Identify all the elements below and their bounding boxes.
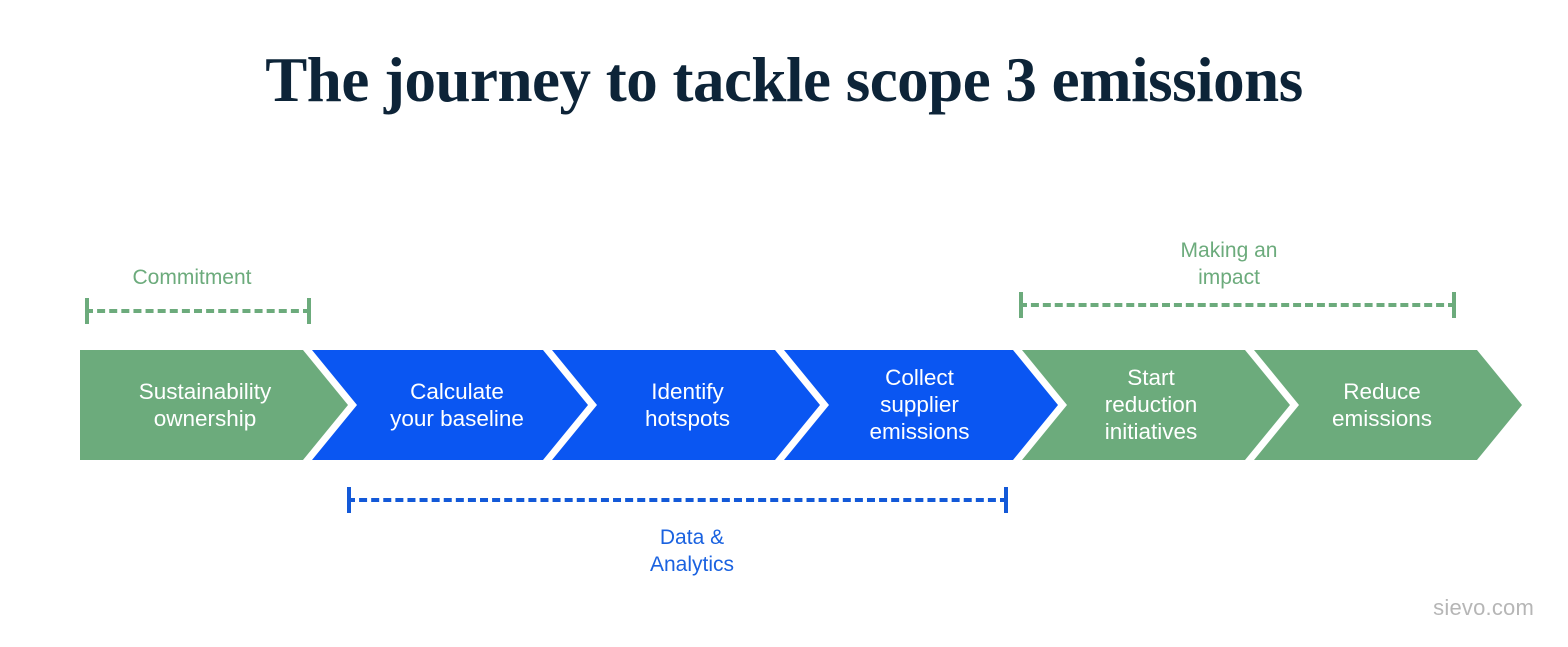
bracket-dashed-line — [1019, 303, 1456, 307]
bracket-dashed-line — [85, 309, 311, 313]
process-step-sustainability-ownership[interactable] — [80, 350, 348, 460]
process-step-start-reduction-initiatives[interactable] — [1022, 350, 1290, 460]
phase-bracket-data-analytics — [347, 487, 1008, 513]
phase-bracket-making-impact — [1019, 292, 1456, 318]
phase-label-data-analytics: Data & Analytics — [649, 526, 735, 576]
bracket-cap-right — [307, 298, 311, 324]
process-step-identify-hotspots[interactable] — [552, 350, 820, 460]
phase-label-commitment: Commitment — [132, 266, 252, 289]
site-footer-watermark: sievo.com — [1433, 595, 1534, 620]
page-title: The journey to tackle scope 3 emissions — [265, 45, 1303, 115]
bracket-dashed-line — [347, 498, 1008, 502]
process-step-calculate-your-baseline[interactable] — [312, 350, 588, 460]
phase-label-making-impact: Making an impact — [1180, 239, 1278, 289]
phase-bracket-commitment — [85, 298, 311, 324]
process-step-collect-supplier-emissions[interactable] — [784, 350, 1058, 460]
bracket-cap-right — [1004, 487, 1008, 513]
process-step-reduce-emissions[interactable] — [1254, 350, 1522, 460]
bracket-cap-right — [1452, 292, 1456, 318]
